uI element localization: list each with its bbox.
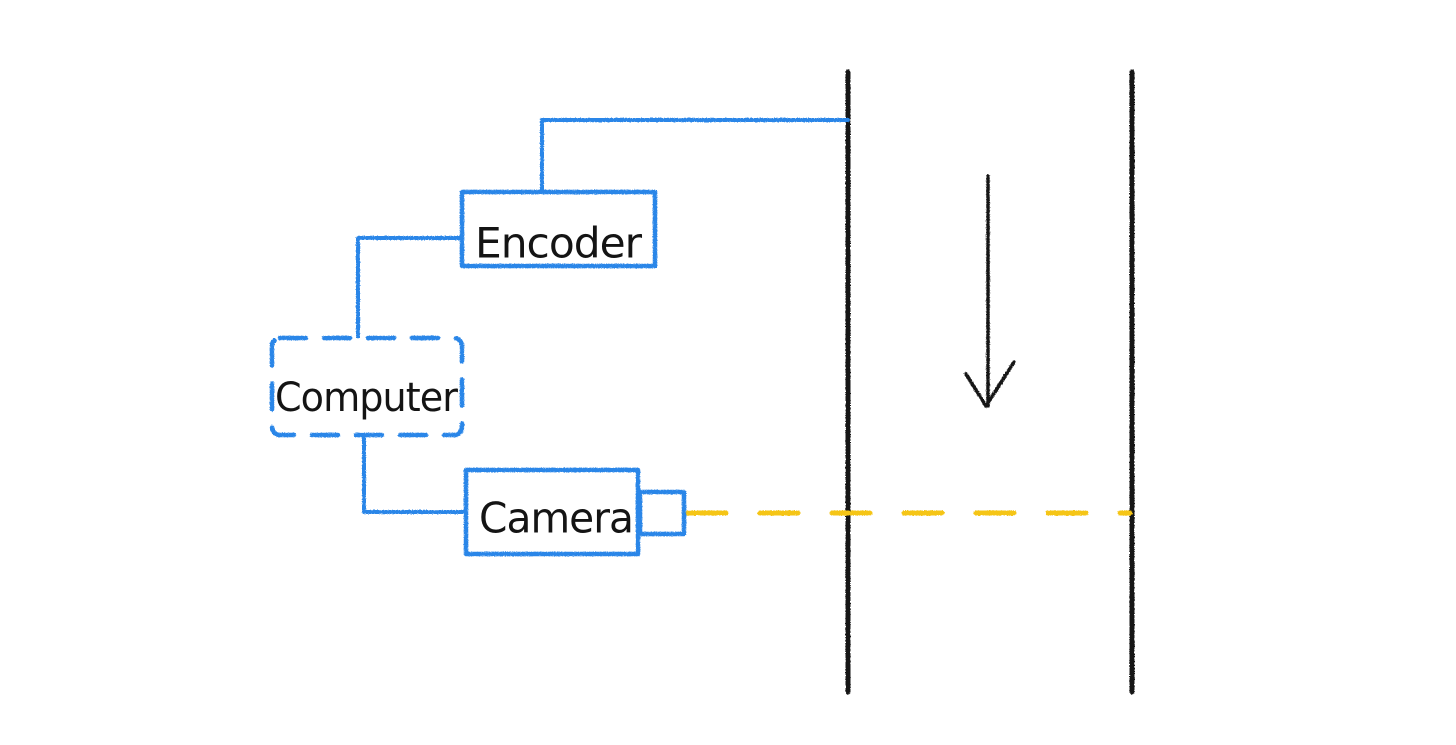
camera-box xyxy=(463,467,641,557)
computer-label: Computer xyxy=(275,375,458,421)
encoder-label: Encoder xyxy=(475,219,643,268)
computer-box xyxy=(269,335,465,438)
computer-encoder-connection xyxy=(356,236,464,340)
camera-lens-icon xyxy=(637,489,687,537)
encoder-box xyxy=(459,189,658,269)
camera-label: Camera xyxy=(479,494,633,543)
computer-camera-connection xyxy=(362,432,468,514)
encoder-conveyor-connection xyxy=(540,118,850,192)
motion-arrow-icon xyxy=(964,174,1016,408)
